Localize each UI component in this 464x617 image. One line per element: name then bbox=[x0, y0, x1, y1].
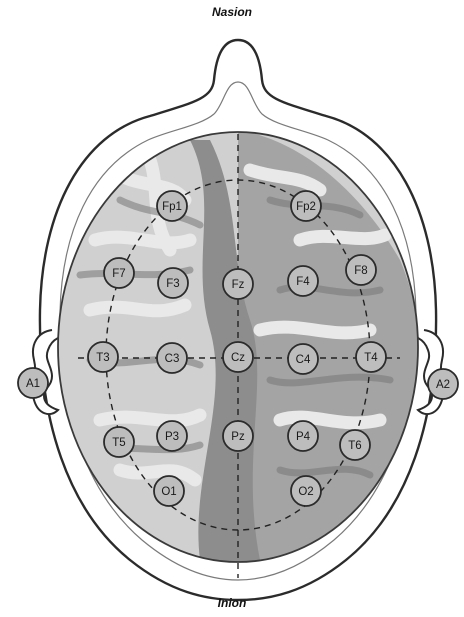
electrode-t3: T3 bbox=[88, 342, 118, 372]
electrode-f3: F3 bbox=[158, 268, 188, 298]
electrode-fp2: Fp2 bbox=[291, 191, 321, 221]
electrode-label: O2 bbox=[298, 486, 313, 498]
electrode-label: F3 bbox=[166, 278, 179, 290]
electrode-label: P3 bbox=[165, 431, 179, 443]
electrode-pz: Pz bbox=[223, 421, 253, 451]
electrode-label: Fz bbox=[232, 279, 245, 291]
electrode-label: T6 bbox=[348, 440, 361, 452]
electrode-label: T3 bbox=[96, 352, 109, 364]
electrode-label: T5 bbox=[112, 437, 125, 449]
nasion-label: Nasion bbox=[0, 5, 464, 19]
electrode-label: O1 bbox=[161, 486, 176, 498]
electrode-o1: O1 bbox=[154, 476, 184, 506]
electrode-c4: C4 bbox=[288, 344, 318, 374]
electrode-f8: F8 bbox=[346, 255, 376, 285]
electrode-label: P4 bbox=[296, 431, 311, 443]
electrode-c3: C3 bbox=[157, 343, 187, 373]
inion-label: Inion bbox=[0, 596, 464, 610]
electrode-label: F7 bbox=[112, 268, 125, 280]
electrode-f4: F4 bbox=[288, 266, 318, 296]
electrode-a2: A2 bbox=[428, 369, 458, 399]
electrode-label: A1 bbox=[26, 378, 40, 390]
electrode-o2: O2 bbox=[291, 476, 321, 506]
electrode-label: T4 bbox=[364, 352, 378, 364]
electrode-label: C4 bbox=[296, 354, 311, 366]
electrode-label: F4 bbox=[296, 276, 310, 288]
electrode-label: A2 bbox=[436, 379, 450, 391]
electrode-p3: P3 bbox=[157, 421, 187, 451]
electrode-a1: A1 bbox=[18, 368, 48, 398]
electrode-t5: T5 bbox=[104, 427, 134, 457]
electrode-cz: Cz bbox=[223, 342, 253, 372]
electrode-p4: P4 bbox=[288, 421, 318, 451]
electrode-label: C3 bbox=[165, 353, 180, 365]
electrode-f7: F7 bbox=[104, 258, 134, 288]
electrode-t4: T4 bbox=[356, 342, 386, 372]
electrode-label: Fp2 bbox=[296, 201, 316, 213]
electrode-label: F8 bbox=[354, 265, 367, 277]
electrode-fz: Fz bbox=[223, 269, 253, 299]
electrode-fp1: Fp1 bbox=[157, 191, 187, 221]
electrode-label: Cz bbox=[231, 352, 245, 364]
electrode-t6: T6 bbox=[340, 430, 370, 460]
electrode-label: Pz bbox=[231, 431, 245, 443]
electrode-label: Fp1 bbox=[162, 201, 182, 213]
